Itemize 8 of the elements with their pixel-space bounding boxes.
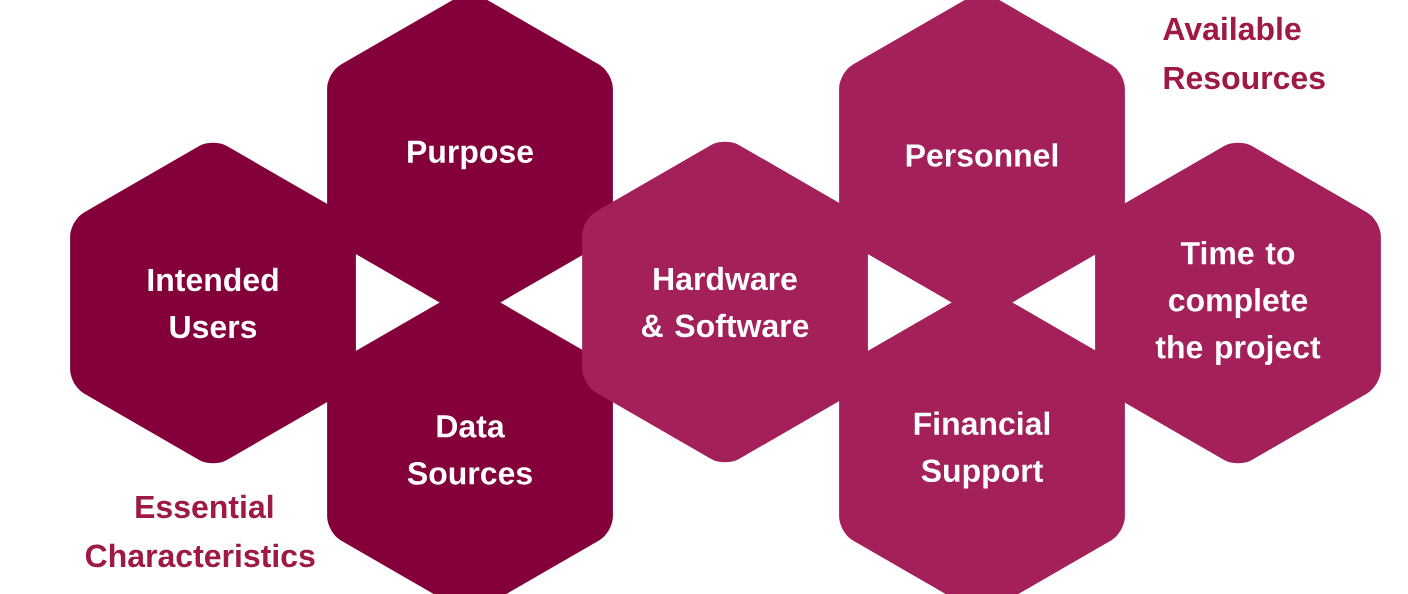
node-label: Intended Users: [148, 267, 278, 339]
section-heading: Available Resources: [1163, 16, 1325, 90]
hexagon-box: Intended Users: [70, 142, 356, 464]
section-heading: Essential Characteristics: [85, 494, 315, 568]
node-label: Time to complete the project: [1155, 241, 1321, 365]
hexagon-box: Hardware & Software: [582, 141, 868, 463]
hexagon-box: Time to complete the project: [1095, 142, 1381, 464]
node-label: Hardware & Software: [641, 266, 809, 338]
